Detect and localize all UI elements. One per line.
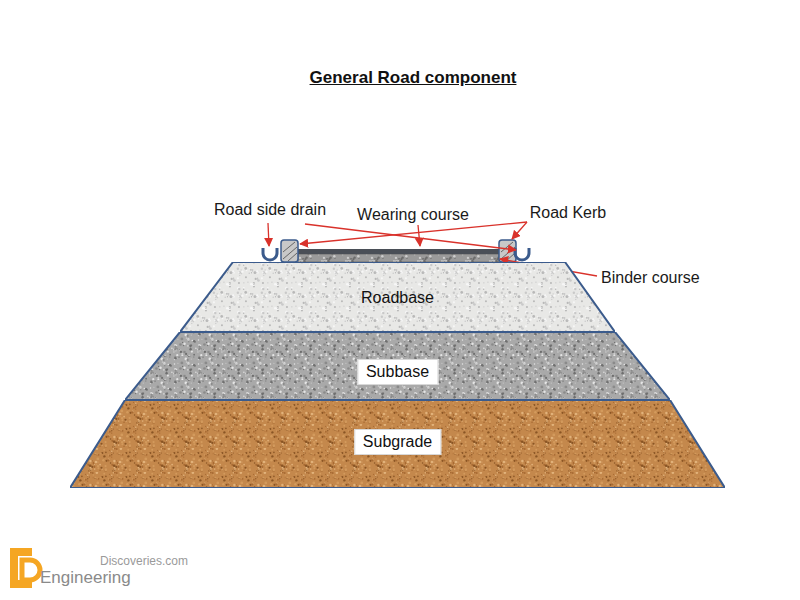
binder-course — [298, 254, 499, 262]
callout-label: Road Kerb — [530, 204, 607, 222]
road-kerb — [281, 240, 298, 262]
callout-label: Road side drain — [214, 201, 326, 219]
watermark-logo — [10, 548, 40, 588]
callout-label: Binder course — [601, 269, 700, 287]
watermark: Engineering — [40, 568, 131, 588]
diagram-title: General Road component — [310, 68, 517, 88]
wearing-course — [298, 249, 499, 254]
callout-label: Wearing course — [357, 206, 469, 224]
subbase-layer: Subbase — [125, 332, 670, 400]
layer-name: Subgrade — [354, 429, 441, 455]
subgrade-layer: Subgrade — [70, 400, 725, 488]
road-side-drain — [515, 248, 529, 260]
road-side-drain — [263, 248, 277, 260]
roadbase-layer: Roadbase — [180, 262, 615, 332]
watermark: Discoveries.com — [100, 554, 188, 568]
layer-name: Roadbase — [361, 289, 434, 307]
layer-name: Subbase — [357, 359, 438, 385]
